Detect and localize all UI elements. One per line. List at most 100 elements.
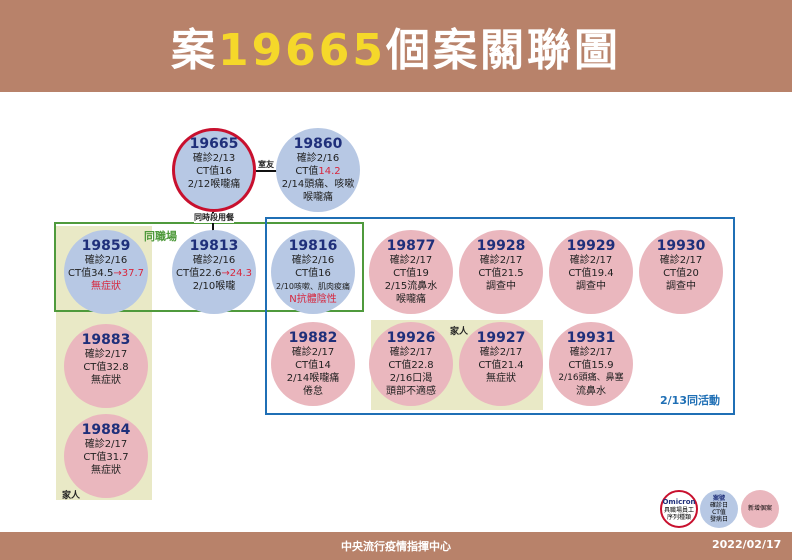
legend-case-title: 案號 <box>712 495 725 502</box>
symptom-info: 喉嚨痛 <box>396 294 426 305</box>
onset-info: 無症狀 <box>486 373 516 384</box>
confirm-date: 確診2/17 <box>479 347 523 358</box>
ct-value: CT值22.8 <box>388 360 434 371</box>
case-id: 19816 <box>288 238 338 254</box>
confirm-date: 確診2/16 <box>291 255 335 266</box>
case-id: 19926 <box>386 330 436 346</box>
confirm-date: 確診2/16 <box>296 153 340 164</box>
legend-case-line3: 發病日 <box>709 516 728 523</box>
case-id: 19931 <box>566 330 616 346</box>
family-label-top: 家人 <box>450 327 469 337</box>
symptom-info: 頭部不適感 <box>386 386 436 397</box>
ct-value: CT值16 <box>196 166 232 177</box>
page-title: 案19665個案關聯圖 <box>0 14 792 78</box>
title-case-number: 19665 <box>217 25 387 76</box>
case-node-19926: 19926 確診2/17 CT值22.8 2/16口渴 頭部不適感 <box>369 322 453 406</box>
family-label-left: 家人 <box>62 491 81 501</box>
case-node-19877: 19877 確診2/17 CT值19 2/15流鼻水 喉嚨痛 <box>369 230 453 314</box>
confirm-date: 確診2/17 <box>659 255 703 266</box>
case-node-19860: 19860 確診2/16 CT值14.2 2/14頭痛、咳嗽 喉嚨痛 <box>276 128 360 212</box>
ct-value: CT值34.5→37.7 <box>64 267 148 280</box>
ct-value: CT值16 <box>295 268 331 279</box>
activity-label: 2/13同活動 <box>660 394 720 407</box>
case-node-19883: 19883 確診2/17 CT值32.8 無症狀 <box>64 324 148 408</box>
case-id: 19884 <box>81 422 131 438</box>
roommate-label: 室友 <box>258 160 274 170</box>
case-node-19813: 19813 確診2/16 CT值22.6→24.3 2/10喉嚨 <box>172 230 256 314</box>
case-id: 19859 <box>81 238 131 254</box>
legend-case-line1: 確診日 <box>709 502 728 509</box>
legend-omicron-line1: 具職場員工 <box>663 507 694 514</box>
confirm-date: 確診2/17 <box>569 347 613 358</box>
legend-omicron-title: Omicron <box>662 498 696 506</box>
ct-label: CT值22.6 <box>175 268 222 279</box>
ct-value: CT值15.9 <box>568 360 614 371</box>
title-suffix: 個案關聯圖 <box>386 25 622 76</box>
case-node-19859: 19859 確診2/16 CT值34.5→37.7 無症狀 <box>64 230 148 314</box>
onset-info: 調查中 <box>666 281 696 292</box>
confirm-date: 確診2/17 <box>84 439 128 450</box>
symptom-info: 倦怠 <box>303 386 323 397</box>
ct-change: →37.7 <box>113 268 144 279</box>
footer-band <box>0 532 792 560</box>
onset-info: 2/14頭痛、咳嗽 <box>281 179 355 190</box>
onset-info: 2/15流鼻水 <box>384 281 438 292</box>
legend-case-line2: CT值 <box>712 509 726 516</box>
case-node-19884: 19884 確診2/17 CT值31.7 無症狀 <box>64 414 148 498</box>
onset-info: 無症狀 <box>91 465 121 476</box>
case-node-19816: 19816 確診2/16 CT值16 2/10咳嗽、肌肉痠痛 N抗體陰性 <box>271 230 355 314</box>
case-node-19928: 19928 確診2/17 CT值21.5 調查中 <box>459 230 543 314</box>
confirm-date: 確診2/17 <box>389 347 433 358</box>
case-node-19931: 19931 確診2/17 CT值15.9 2/16頭痛、鼻塞 流鼻水 <box>549 322 633 406</box>
workplace-label: 同職場 <box>144 230 177 243</box>
ct-value: CT值20 <box>663 268 699 279</box>
ct-value: CT值14.2 <box>276 165 360 178</box>
ct-value: CT值22.6→24.3 <box>172 267 256 280</box>
onset-info: 2/10喉嚨 <box>192 281 236 292</box>
case-id: 19882 <box>288 330 338 346</box>
activity-frame <box>265 217 735 415</box>
ct-number: 14.2 <box>318 166 341 177</box>
confirm-date: 確診2/17 <box>84 349 128 360</box>
footer-agency: 中央流行疫情指揮中心 <box>341 540 451 553</box>
case-node-19930: 19930 確診2/17 CT值20 調查中 <box>639 230 723 314</box>
case-id: 19929 <box>566 238 616 254</box>
onset-info: 2/14喉嚨痛 <box>286 373 340 384</box>
confirm-date: 確診2/16 <box>84 255 128 266</box>
ct-value: CT值32.8 <box>83 362 129 373</box>
legend-new-case: 新增個案 <box>741 490 779 528</box>
onset-info: 2/16頭痛、鼻塞 <box>558 373 624 383</box>
confirm-date: 確診2/16 <box>192 255 236 266</box>
legend-case-format: 案號 確診日 CT值 發病日 <box>700 490 738 528</box>
antibody-info: N抗體陰性 <box>289 294 337 305</box>
case-node-19927: 19927 確診2/17 CT值21.4 無症狀 <box>459 322 543 406</box>
confirm-date: 確診2/17 <box>479 255 523 266</box>
case-node-19882: 19882 確診2/17 CT值14 2/14喉嚨痛 倦怠 <box>271 322 355 406</box>
confirm-date: 確診2/17 <box>291 347 335 358</box>
shared-meal-label: 同時段用餐 <box>194 213 234 223</box>
header-band <box>0 0 792 92</box>
ct-change: →24.3 <box>221 268 252 279</box>
case-id: 19813 <box>189 238 239 254</box>
ct-label: CT值 <box>295 166 319 177</box>
confirm-date: 確診2/13 <box>192 153 236 164</box>
title-prefix: 案 <box>170 25 218 76</box>
confirm-date: 確診2/17 <box>389 255 433 266</box>
onset-info: 無症狀 <box>91 281 121 292</box>
legend-omicron: Omicron 具職場員工 序列種類 <box>660 490 698 528</box>
symptom-info: 流鼻水 <box>576 386 606 397</box>
case-id: 19928 <box>476 238 526 254</box>
legend-new-case-label: 新增個案 <box>747 505 772 512</box>
onset-info: 調查中 <box>576 281 606 292</box>
case-id: 19665 <box>189 136 239 152</box>
case-node-19665: 19665 確診2/13 CT值16 2/12喉嚨痛 <box>172 128 256 212</box>
ct-value: CT值21.5 <box>478 268 524 279</box>
onset-info: 無症狀 <box>91 375 121 386</box>
case-id: 19927 <box>476 330 526 346</box>
legend-omicron-line2: 序列種類 <box>666 514 691 521</box>
case-id: 19883 <box>81 332 131 348</box>
case-node-19929: 19929 確診2/17 CT值19.4 調查中 <box>549 230 633 314</box>
case-id: 19877 <box>386 238 436 254</box>
case-id: 19860 <box>293 136 343 152</box>
roommate-link <box>256 170 278 172</box>
